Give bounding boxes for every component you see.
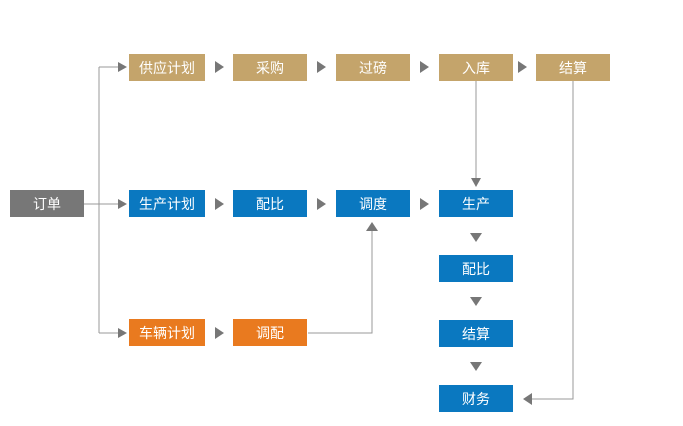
arrowhead [118, 62, 127, 72]
node-warehousing: 入库 [439, 54, 513, 81]
connector-settlement-finance [532, 81, 574, 400]
arrowhead [118, 328, 127, 338]
node-mix-ratio: 配比 [233, 190, 307, 217]
node-dispatch: 调度 [336, 190, 410, 217]
arrowhead [118, 199, 127, 209]
arrowhead [317, 61, 326, 73]
arrowhead [420, 61, 429, 73]
node-vehicle-dispatch: 调配 [233, 319, 307, 346]
arrowhead [470, 297, 482, 306]
arrowhead [366, 222, 378, 231]
arrowhead [317, 198, 326, 210]
arrowhead [215, 198, 224, 210]
node-vehicle-plan: 车辆计划 [129, 319, 205, 346]
arrowhead [215, 327, 224, 339]
arrowhead [420, 198, 429, 210]
node-production-settlement: 结算 [439, 320, 513, 347]
node-production-mix-ratio: 配比 [439, 255, 513, 282]
arrowhead [471, 178, 481, 187]
connector-order-trunk [84, 67, 100, 333]
node-supply-plan: 供应计划 [129, 54, 205, 81]
node-order: 订单 [10, 190, 84, 217]
node-supply-settlement: 结算 [536, 54, 610, 81]
node-production-plan: 生产计划 [129, 190, 205, 217]
node-weighing: 过磅 [336, 54, 410, 81]
node-finance: 财务 [439, 385, 513, 412]
arrowhead [470, 233, 482, 242]
arrowhead [518, 61, 527, 73]
node-production: 生产 [439, 190, 513, 217]
node-purchase: 采购 [233, 54, 307, 81]
connector-vehicle-dispatch-up [308, 231, 373, 334]
arrowhead [215, 61, 224, 73]
arrowhead [523, 393, 532, 405]
arrowhead [470, 362, 482, 371]
